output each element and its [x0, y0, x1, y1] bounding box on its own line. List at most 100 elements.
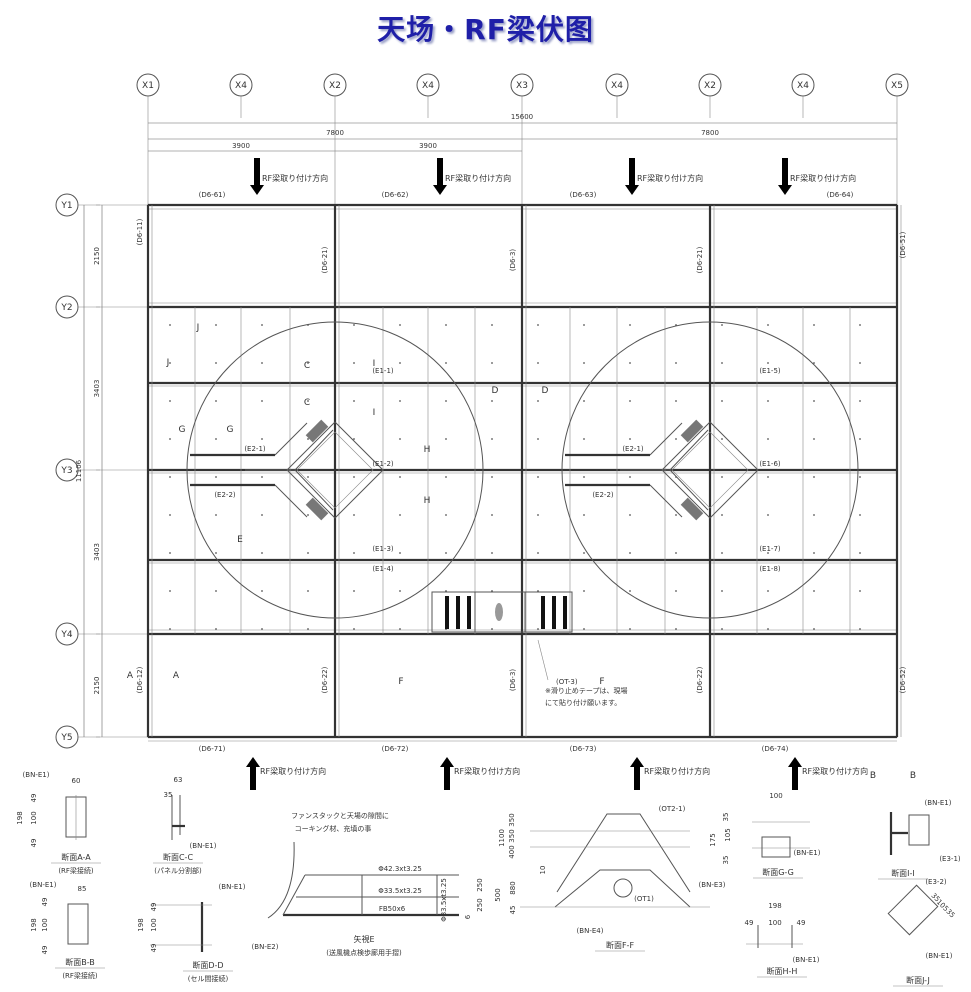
ref-label: (BN-E1) — [30, 881, 57, 889]
grid-label-x: X4 — [797, 81, 809, 91]
walkway-rail — [649, 484, 683, 518]
dim-label: 100 — [150, 918, 158, 931]
bolt-dot — [353, 628, 355, 630]
grid-label-y: Y5 — [60, 733, 72, 743]
dim-label: 500 — [494, 888, 502, 901]
bolt-dot — [675, 438, 677, 440]
dimension-quarter-x: 3900 — [419, 142, 437, 150]
section-mark: J — [196, 323, 200, 333]
section-title: 矢視E — [353, 934, 374, 944]
section-mark: F — [599, 677, 604, 687]
fan-beam-label: (E1-6) — [759, 460, 781, 468]
section-subtitle: (セル間接続) — [188, 974, 229, 983]
bolt-dot — [445, 362, 447, 364]
beam-label-top: (D6-63) — [570, 191, 597, 199]
bolt-dot — [399, 514, 401, 516]
section-title: 断面H-H — [767, 966, 798, 976]
bolt-dot — [215, 514, 217, 516]
bolt-dot — [261, 514, 263, 516]
bolt-dot — [675, 514, 677, 516]
section-mark: A — [127, 671, 134, 681]
dim-label: 198 — [137, 918, 145, 931]
dim-label: 49 — [41, 946, 49, 955]
bolt-dot — [491, 628, 493, 630]
grid-label-x: X4 — [235, 81, 247, 91]
bolt-dot — [629, 362, 631, 364]
bolt-dot — [675, 400, 677, 402]
bolt-dot — [399, 552, 401, 554]
dim-label: 175 — [709, 833, 717, 846]
bolt-dot — [537, 552, 539, 554]
section-bb-plate — [67, 903, 89, 945]
dim-label: 35 — [722, 856, 730, 865]
dim-label: 400 — [508, 845, 516, 858]
bolt-dot — [537, 476, 539, 478]
direction-label: RF梁取り付け方向 — [802, 766, 868, 776]
section-subtitle: (パネル分割部) — [154, 866, 202, 875]
dim-label: 49 — [797, 919, 806, 927]
bolt-dot — [629, 628, 631, 630]
fan-beam-label: (E1-4) — [372, 565, 394, 573]
bolt-dot — [537, 362, 539, 364]
bolt-dot — [261, 590, 263, 592]
bolt-dot — [491, 590, 493, 592]
bolt-dot — [445, 476, 447, 478]
fan-beam-label: (E1-5) — [759, 367, 781, 375]
bolt-dot — [215, 590, 217, 592]
fan-stack-circle — [186, 321, 484, 619]
walkway-diamond-inner — [671, 431, 749, 509]
dimension-y-span: 2150 — [93, 247, 101, 265]
section-title: 断面F-F — [606, 940, 634, 950]
beam-label-vertical: (D6-51) — [899, 231, 907, 258]
dim-label: 10 — [539, 866, 547, 875]
bolt-dot — [721, 438, 723, 440]
dim-label: 105 — [724, 828, 732, 841]
direction-arrow-head — [433, 185, 447, 195]
bolt-dot — [261, 552, 263, 554]
grid-label-x: X2 — [704, 81, 716, 91]
bolt-dot — [767, 324, 769, 326]
ref-label: (BN-E1) — [794, 849, 821, 857]
bolt-dot — [721, 590, 723, 592]
dim-label: 35 — [944, 908, 956, 920]
ref-label: (BN-E1) — [190, 842, 217, 850]
walkway-arm — [669, 429, 709, 471]
bolt-dot — [307, 514, 309, 516]
dimension-quarter-x: 3900 — [232, 142, 250, 150]
bolt-dot — [261, 362, 263, 364]
direction-arrow-head — [625, 185, 639, 195]
bolt-dot — [767, 590, 769, 592]
dim-label: 49 — [30, 794, 38, 803]
dim-label: 60 — [72, 777, 81, 785]
ref-label: (BN-E1) — [219, 883, 246, 891]
bolt-dot — [399, 438, 401, 440]
bolt-dot — [491, 324, 493, 326]
bolt-dot — [307, 438, 309, 440]
bolt-dot — [583, 324, 585, 326]
spec-label: Φ33.5xt3.25 — [378, 887, 422, 895]
platform-step — [563, 596, 567, 629]
beam-label-top: (D6-61) — [199, 191, 226, 199]
bolt-dot — [859, 362, 861, 364]
grid-label-x: X4 — [422, 81, 434, 91]
walkway-arm — [294, 429, 334, 471]
bolt-dot — [307, 362, 309, 364]
bolt-dot — [583, 438, 585, 440]
bolt-dot — [169, 476, 171, 478]
bolt-dot — [629, 514, 631, 516]
direction-arrow-head — [250, 185, 264, 195]
bolt-dot — [675, 552, 677, 554]
section-subtitle: (RF梁接続) — [58, 866, 94, 875]
bolt-dot — [399, 400, 401, 402]
bolt-dot — [813, 324, 815, 326]
grating-step — [680, 419, 704, 443]
fan-beam-label: (E1-7) — [759, 545, 781, 553]
section-title: 断面A-A — [61, 852, 91, 862]
bolt-dot — [767, 628, 769, 630]
spec-label: Φ33.5xt3.25 — [440, 878, 448, 922]
dim-label: 49 — [30, 839, 38, 848]
section-mark: H — [424, 445, 431, 455]
bolt-dot — [767, 438, 769, 440]
bolt-dot — [445, 514, 447, 516]
beam-label-vertical: (D6-52) — [899, 666, 907, 693]
